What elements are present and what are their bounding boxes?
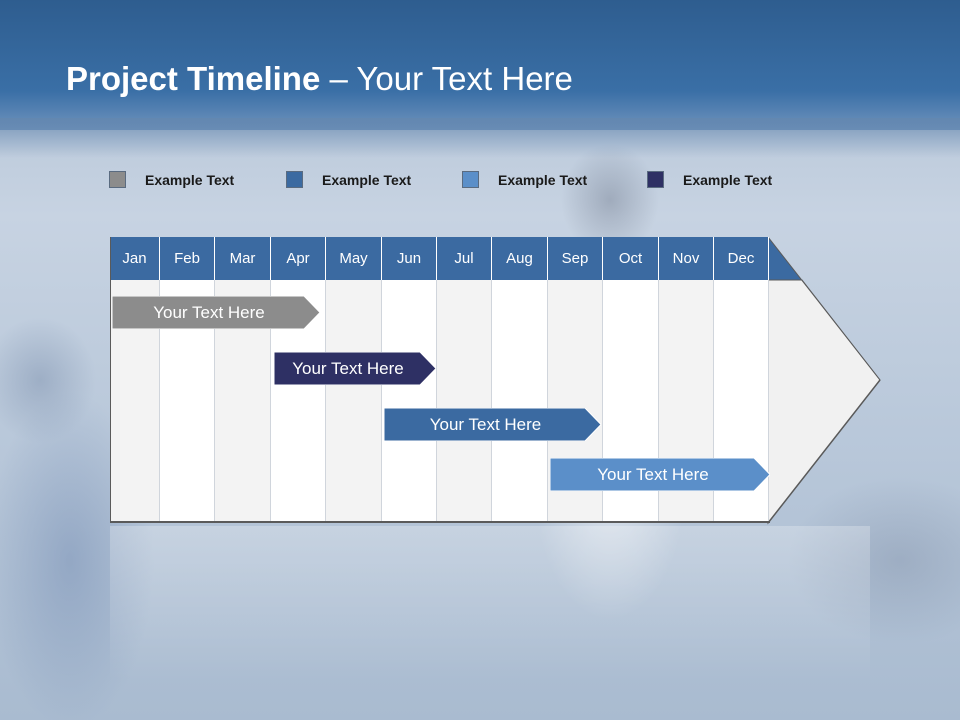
month-header: Feb <box>160 237 215 280</box>
month-header: Aug <box>492 237 548 280</box>
month-header: Apr <box>271 237 326 280</box>
legend-swatch <box>462 171 479 188</box>
month-column <box>492 280 548 522</box>
slide-title: Project Timeline – Your Text Here <box>66 60 573 98</box>
month-header: Jan <box>110 237 160 280</box>
grid-bottom-border <box>110 521 770 523</box>
task-bar-label: Your Text Here <box>429 414 542 434</box>
timeline-arrow <box>767 237 881 525</box>
task-bar-label: Your Text Here <box>153 302 265 322</box>
month-column <box>382 280 437 522</box>
legend-label: Example Text <box>322 172 412 188</box>
legend-swatch <box>286 171 303 188</box>
task-bar: Your Text Here <box>384 408 601 441</box>
slide-title-rest: – Your Text Here <box>320 60 573 97</box>
timeline-reflection <box>110 526 870 720</box>
month-column <box>326 280 382 522</box>
task-bar: Your Text Here <box>550 458 770 491</box>
legend-label: Example Text <box>683 172 773 188</box>
month-header: Jun <box>382 237 437 280</box>
month-header: Oct <box>603 237 659 280</box>
task-bar-label: Your Text Here <box>597 464 709 484</box>
legend-label: Example Text <box>145 172 235 188</box>
month-header: Mar <box>215 237 271 280</box>
task-bar-label: Your Text Here <box>292 358 404 378</box>
legend-label: Example Text <box>498 172 588 188</box>
legend-swatch <box>647 171 664 188</box>
month-column <box>437 280 492 522</box>
month-header: Jul <box>437 237 492 280</box>
task-bar: Your Text Here <box>112 296 320 329</box>
legend-swatch <box>109 171 126 188</box>
slide-title-bold: Project Timeline <box>66 60 321 97</box>
month-header: Dec <box>714 237 769 280</box>
task-bar: Your Text Here <box>274 352 436 385</box>
month-header: May <box>326 237 382 280</box>
title-banner <box>0 0 960 130</box>
title-banner-fade <box>0 118 960 158</box>
grid-left-border <box>110 237 111 523</box>
month-header: Nov <box>659 237 714 280</box>
timeline: Jan Feb Mar Apr May Jun Jul Aug Sep Oct … <box>110 237 881 525</box>
month-header: Sep <box>548 237 603 280</box>
